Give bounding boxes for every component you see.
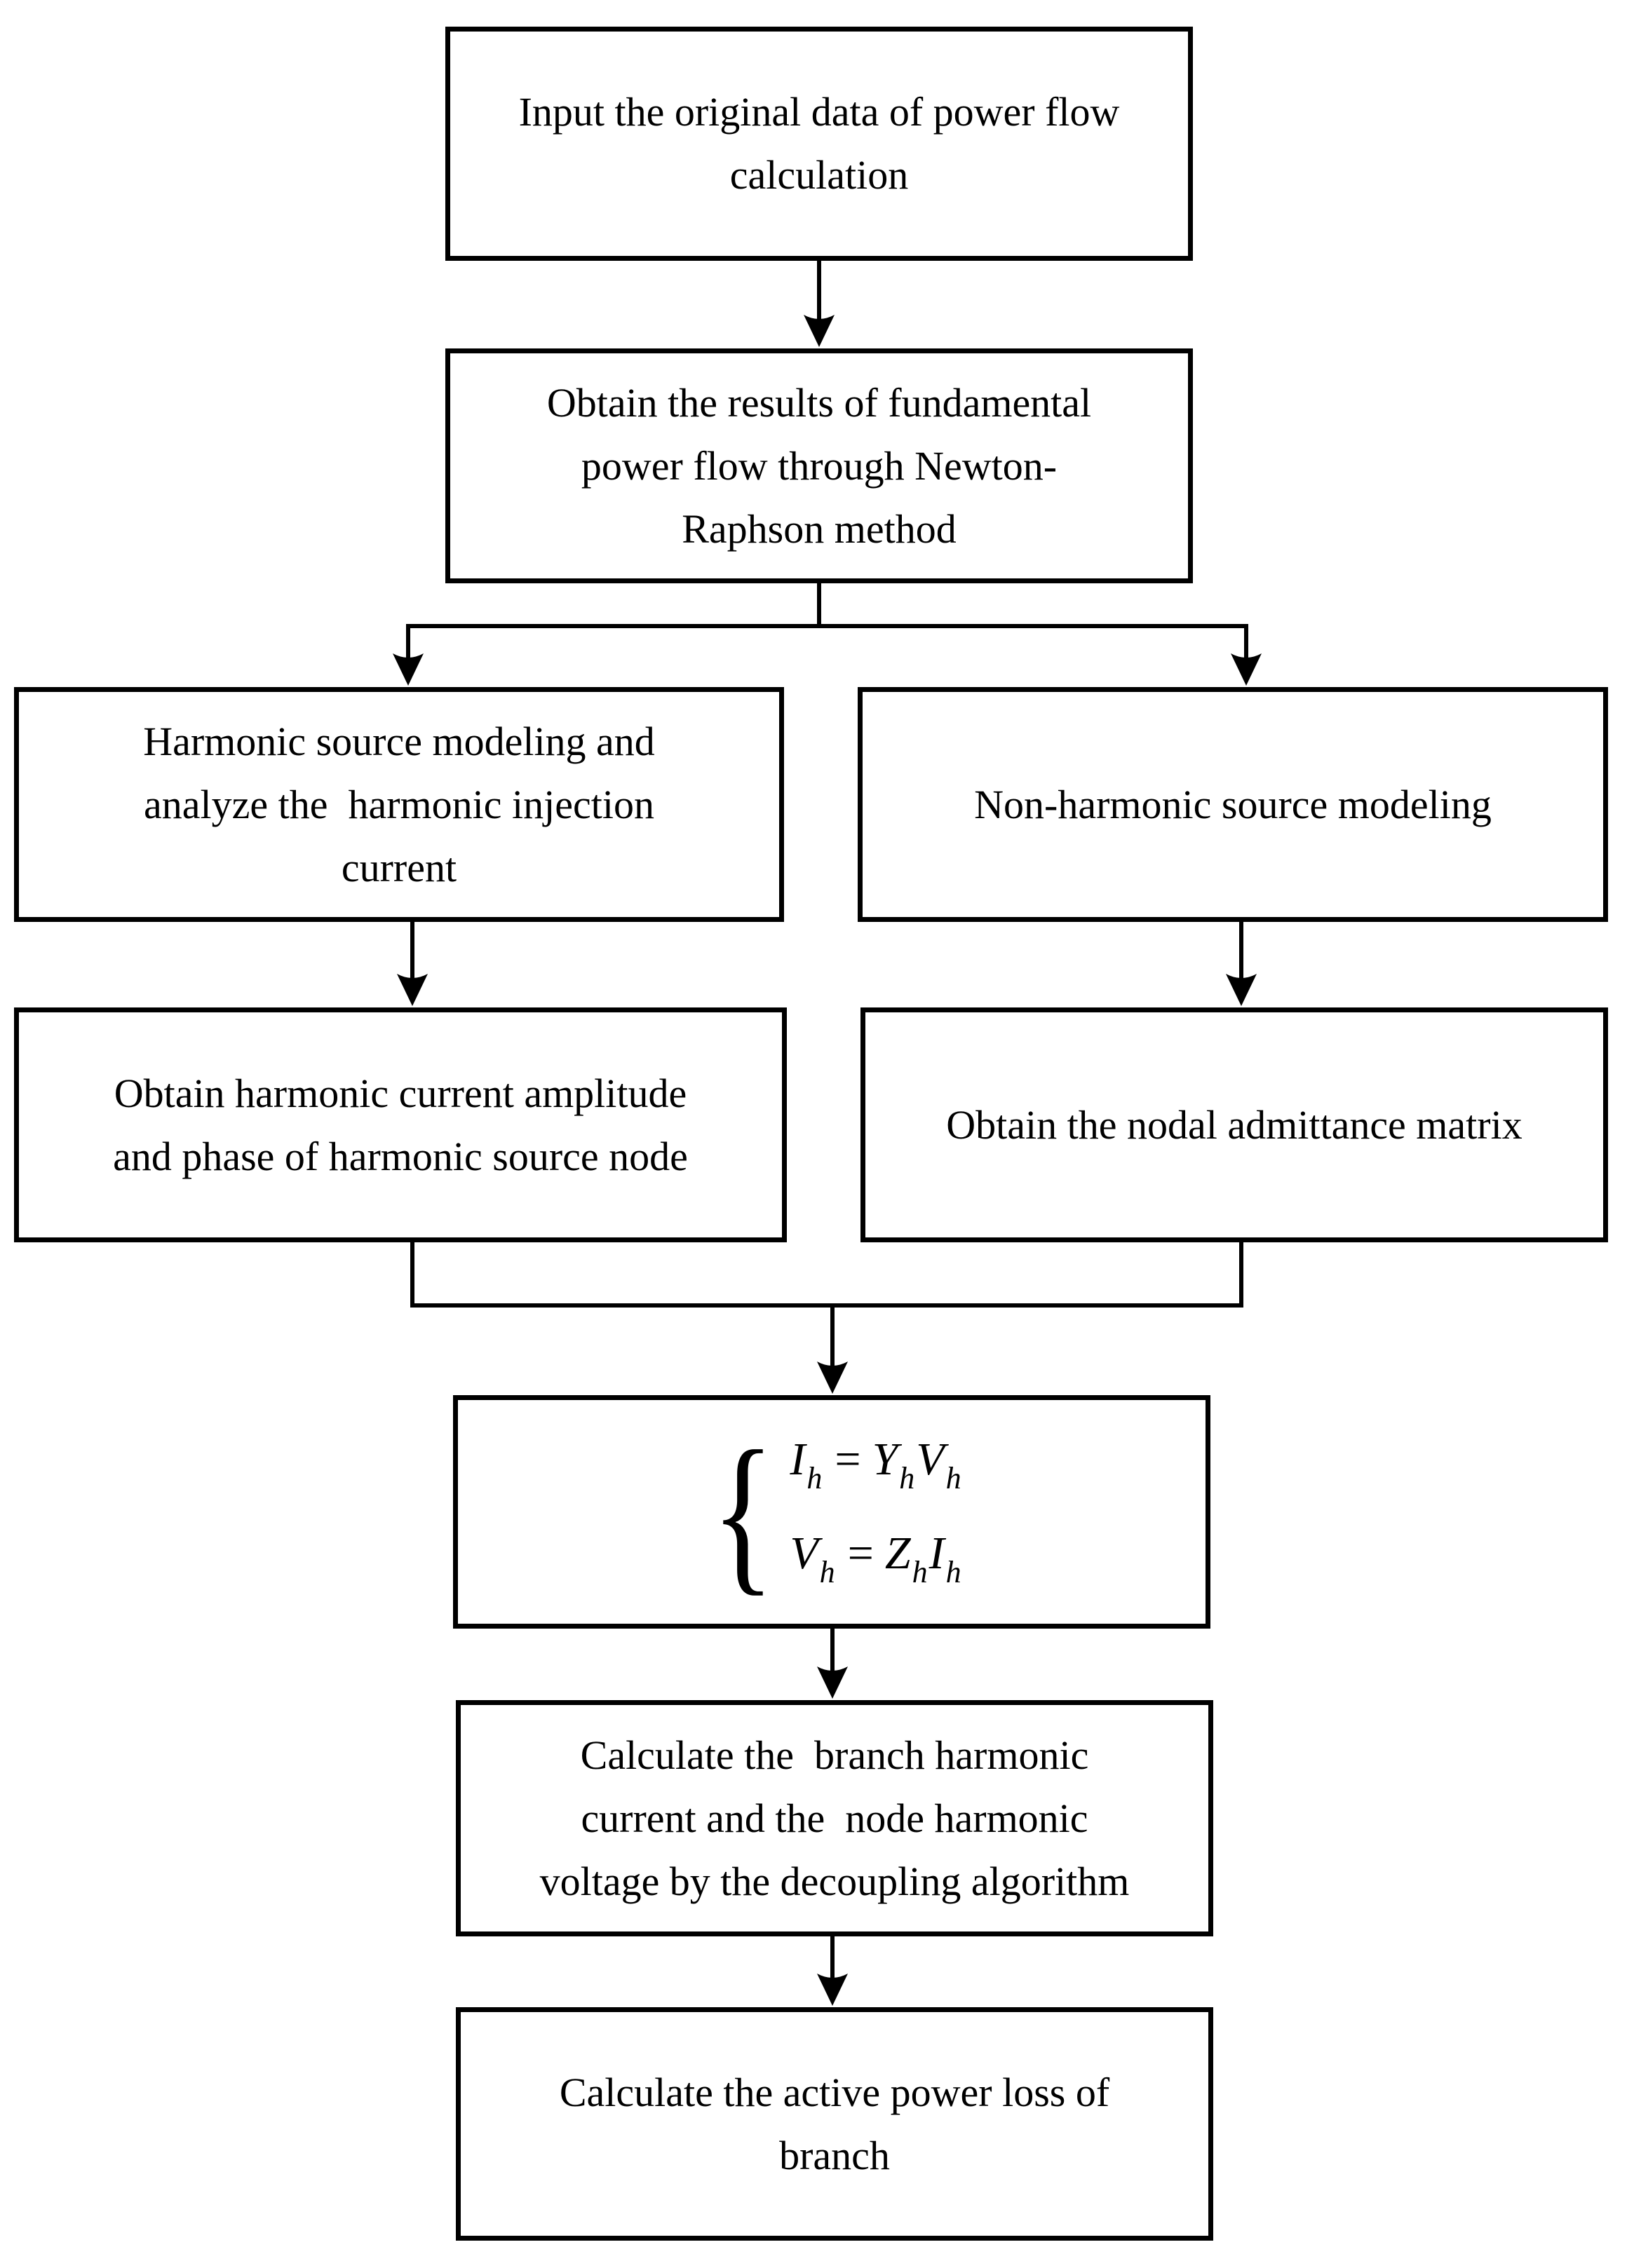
- flow-box-decoupling-algorithm: Calculate the branch harmonic current an…: [456, 1700, 1213, 1936]
- text-line: Obtain harmonic current amplitude: [114, 1070, 687, 1116]
- eq2-term2: I: [929, 1527, 945, 1579]
- eq1-lhs-sub: h: [806, 1460, 823, 1495]
- eq2-term1: Z: [884, 1527, 911, 1579]
- flow-box-input-data: Input the original data of power flow ca…: [445, 27, 1193, 261]
- flow-box-active-power-loss: Calculate the active power loss of branc…: [456, 2007, 1213, 2241]
- flow-box-input-data-text: Input the original data of power flow ca…: [519, 81, 1120, 207]
- text-line: current and the node harmonic: [581, 1795, 1088, 1841]
- equation-brace: {: [711, 1413, 776, 1610]
- text-line: analyze the harmonic injection: [144, 781, 654, 827]
- flow-box-harmonic-current-amplitude: Obtain harmonic current amplitude and ph…: [14, 1007, 787, 1242]
- arrowhead-split-left: [393, 653, 424, 686]
- eq1-term2: V: [916, 1433, 945, 1485]
- flow-box-harmonic-source-modeling: Harmonic source modeling and analyze the…: [14, 687, 784, 922]
- text-line: and phase of harmonic source node: [113, 1133, 688, 1179]
- text-line: power flow through Newton-: [581, 442, 1058, 489]
- eq1-term2-sub: h: [945, 1460, 961, 1495]
- flow-box-harmonic-source-modeling-text: Harmonic source modeling and analyze the…: [143, 710, 655, 899]
- eq2-term2-sub: h: [945, 1554, 961, 1589]
- text-line: Obtain the results of fundamental: [546, 379, 1092, 426]
- text-line: Raphson method: [682, 505, 957, 552]
- eq2-lhs: V: [790, 1527, 818, 1579]
- text-line: current: [341, 844, 457, 890]
- connector-merge-branch: [410, 1241, 1243, 1308]
- text-line: Non-harmonic source modeling: [974, 781, 1492, 827]
- flow-box-non-harmonic-source-modeling: Non-harmonic source modeling: [858, 687, 1608, 922]
- equation-line-1: Ih=YhVh: [790, 1433, 962, 1495]
- eq2-term1-sub: h: [912, 1554, 928, 1589]
- flow-box-active-power-loss-text: Calculate the active power loss of branc…: [560, 2061, 1109, 2187]
- text-line: Input the original data of power flow: [518, 89, 1120, 135]
- flow-box-newton-raphson: Obtain the results of fundamental power …: [445, 348, 1193, 583]
- flow-box-decoupling-algorithm-text: Calculate the branch harmonic current an…: [540, 1724, 1130, 1913]
- connector-split-branch: [406, 624, 1248, 663]
- equation-lines: Ih=YhVh Vh=ZhIh: [790, 1433, 962, 1588]
- text-line: Calculate the active power loss of: [559, 2069, 1110, 2115]
- text-line: voltage by the decoupling algorithm: [539, 1858, 1130, 1904]
- arrowhead-equations-to-decoupling: [817, 1666, 848, 1699]
- flow-box-harmonic-current-amplitude-text: Obtain harmonic current amplitude and ph…: [113, 1062, 688, 1188]
- eq2-equals: =: [847, 1527, 874, 1579]
- flow-box-newton-raphson-text: Obtain the results of fundamental power …: [547, 372, 1091, 561]
- flow-box-nodal-admittance-matrix: Obtain the nodal admittance matrix: [860, 1007, 1608, 1242]
- arrowhead-merge-to-equations: [817, 1362, 848, 1394]
- equation-group: { Ih=YhVh Vh=ZhIh: [701, 1424, 962, 1601]
- text-line: Obtain the nodal admittance matrix: [946, 1101, 1522, 1148]
- eq1-lhs: I: [790, 1433, 806, 1485]
- arrowhead-harmonic-to-current: [397, 974, 428, 1006]
- text-line: Harmonic source modeling and: [143, 718, 655, 764]
- eq1-term1-sub: h: [899, 1460, 915, 1495]
- eq1-term1: Y: [872, 1433, 898, 1485]
- flow-box-nodal-admittance-matrix-text: Obtain the nodal admittance matrix: [946, 1094, 1522, 1157]
- text-line: Calculate the branch harmonic: [580, 1732, 1089, 1778]
- arrowhead-nonharmonic-to-admittance: [1226, 974, 1257, 1006]
- eq1-equals: =: [835, 1433, 861, 1485]
- equation-line-2: Vh=ZhIh: [790, 1530, 962, 1588]
- text-line: calculation: [729, 152, 909, 198]
- flow-box-non-harmonic-source-modeling-text: Non-harmonic source modeling: [974, 773, 1492, 836]
- eq2-lhs-sub: h: [819, 1554, 835, 1589]
- arrowhead-decoupling-to-powerloss: [817, 1974, 848, 2006]
- arrowhead-input-to-newton: [804, 315, 835, 347]
- text-line: branch: [779, 2132, 890, 2178]
- flow-box-harmonic-equations: { Ih=YhVh Vh=ZhIh: [453, 1395, 1210, 1629]
- arrowhead-split-right: [1231, 653, 1262, 686]
